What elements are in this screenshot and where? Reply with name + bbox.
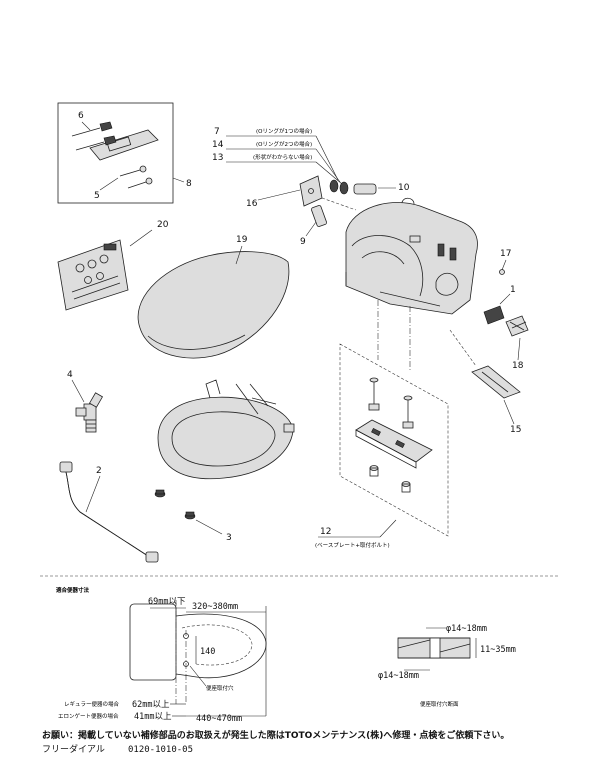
dim-69: 69mm以下	[148, 597, 186, 607]
dim-140: 140	[200, 647, 215, 657]
remote-control	[57, 239, 129, 311]
callout-13: 13	[212, 153, 223, 163]
hole-dia-top: φ14~18mm	[446, 624, 487, 634]
thickness: 11~35mm	[480, 645, 516, 655]
baseplate-frame	[339, 343, 449, 537]
hole-dia-bottom: φ14~18mm	[378, 671, 419, 681]
callout-18: 18	[512, 361, 524, 371]
note-13: (形状がわからない場合)	[253, 153, 312, 161]
toilet-seat	[154, 379, 295, 520]
callout-12: 12	[320, 527, 331, 537]
callout-1: 1	[510, 285, 516, 295]
note-12: (ベースプレート+取付ボルト)	[315, 541, 390, 549]
note-7: (Oリングが1つの場合)	[256, 127, 312, 135]
callout-8: 8	[186, 179, 192, 189]
remote-body	[57, 239, 129, 311]
callout-10: 10	[398, 183, 410, 193]
callout-20: 20	[157, 220, 169, 230]
connector-parts	[299, 175, 415, 227]
supply-hose	[59, 461, 159, 563]
callout-6: 6	[78, 111, 84, 121]
dim-320: 320~380mm	[192, 602, 238, 612]
regular-label: レギュラー便器の場合	[64, 700, 120, 708]
base-plate	[355, 377, 433, 493]
part-9	[311, 205, 327, 227]
bowl-outline	[175, 613, 267, 679]
bracket-box	[57, 102, 174, 204]
tank-outline	[129, 603, 177, 681]
callout-19: 19	[236, 235, 248, 245]
part-1	[483, 305, 505, 325]
dimension-title: 適合便器寸法	[56, 586, 90, 594]
part-16	[299, 175, 323, 207]
callout-4: 4	[67, 370, 73, 380]
callout-16: 16	[246, 199, 258, 209]
dim-440: 440~470mm	[196, 714, 242, 724]
callout-15: 15	[510, 425, 521, 435]
elongated-value: 41mm以上	[134, 712, 172, 722]
callout-14: 14	[212, 140, 224, 150]
note-14: (Oリングが2つの場合)	[256, 140, 312, 148]
callout-2: 2	[96, 466, 102, 476]
valve	[75, 392, 104, 433]
part-10	[353, 183, 377, 195]
callout-7: 7	[214, 127, 220, 137]
footer-notice: お願い：掲載していない補修部品のお取扱えが発生した際はTOTOメンテナンス(株)…	[42, 729, 509, 741]
callout-3: 3	[226, 533, 232, 543]
callout-5: 5	[94, 191, 100, 201]
regular-value: 62mm以上	[132, 700, 170, 710]
part-17	[499, 269, 505, 275]
seat-hole-label: 便座取付穴	[206, 684, 234, 692]
main-unit	[345, 202, 478, 315]
callout-9: 9	[300, 237, 306, 247]
phone-number: 0120-1010-05	[128, 745, 193, 755]
dimension-section: 適合便器寸法 69mm以下 320~380mm 140 便座取付穴 レギュラー便…	[56, 586, 516, 724]
callout-17: 17	[500, 249, 511, 259]
section-label: 便座取付穴断面	[420, 700, 459, 708]
toilet-lid	[137, 251, 290, 359]
freedial-label: フリーダイアル	[42, 743, 105, 755]
elongated-label: エロンゲート便器の場合	[58, 712, 119, 720]
bracket-group	[57, 102, 174, 204]
bracket-plate	[89, 129, 159, 161]
